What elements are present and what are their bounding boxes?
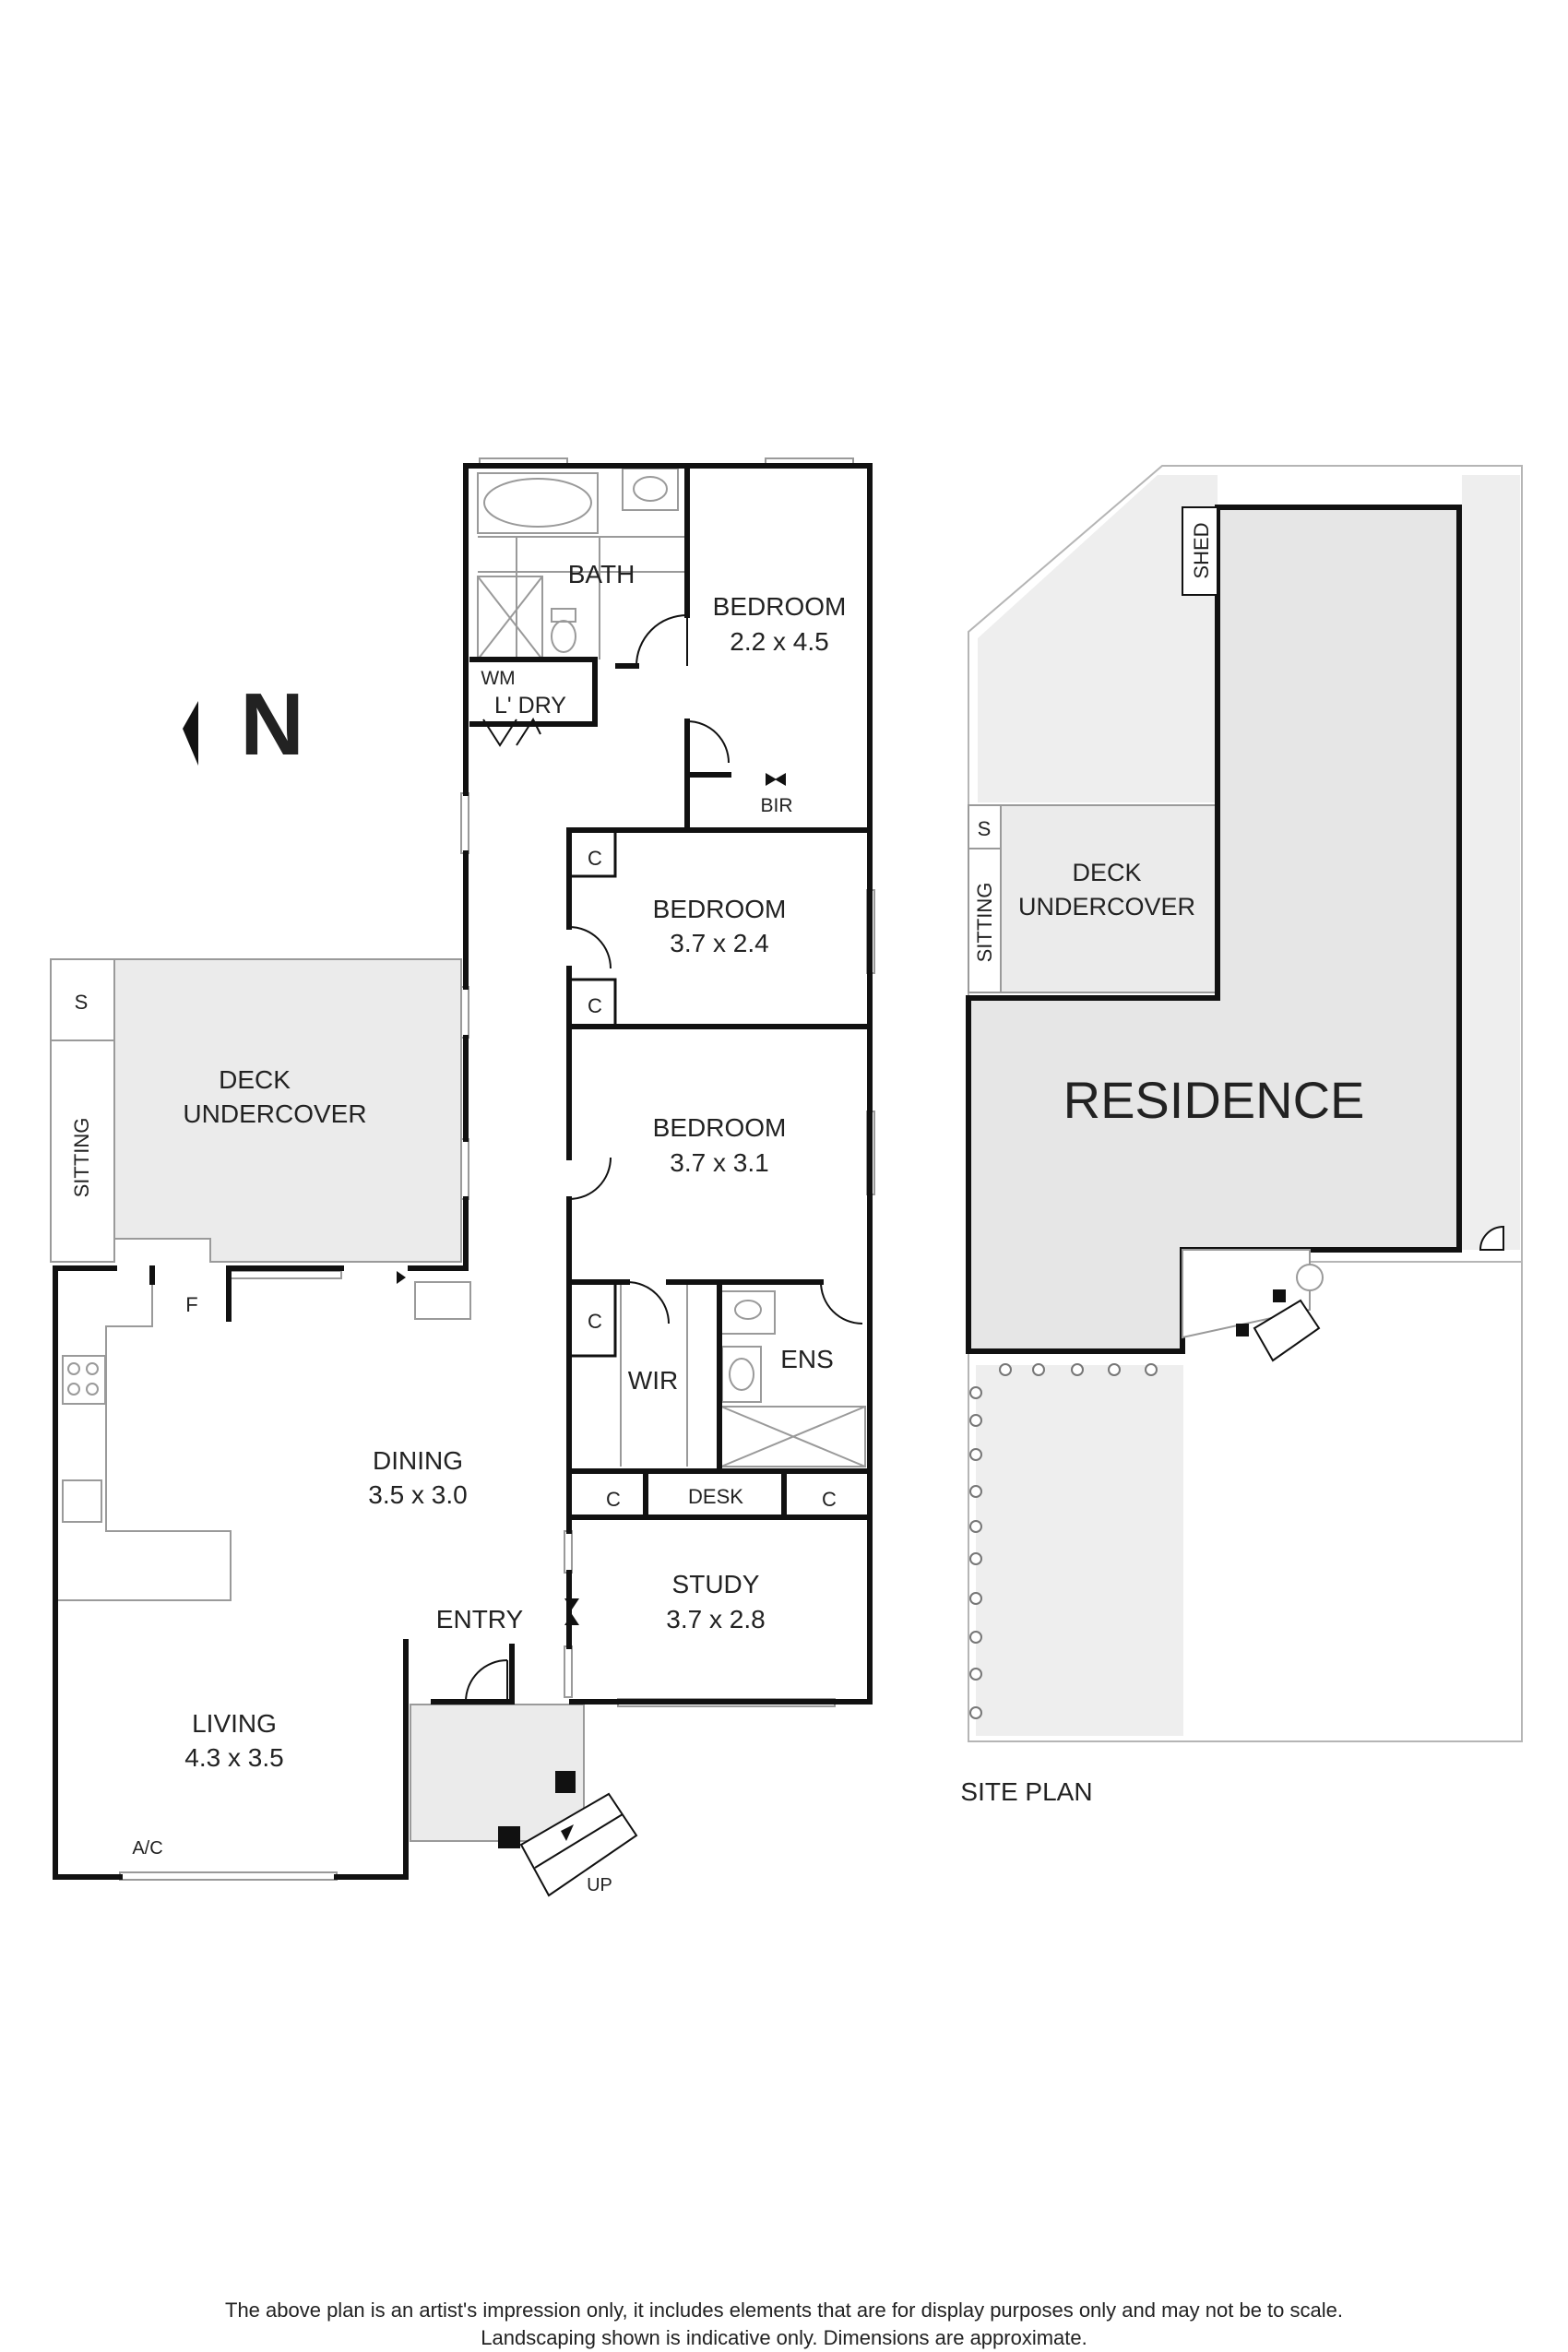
- living-dim: 4.3 x 3.5: [184, 1743, 283, 1772]
- bedroom3-name: BEDROOM: [653, 1113, 787, 1142]
- floor-plan: N BATH BEDROOM 2.2 x 4.5 WM L' DRY BIR B…: [50, 457, 875, 1897]
- cupboard-label: C: [588, 994, 602, 1017]
- site-sitting-label: SITTING: [973, 883, 996, 963]
- site-plan-title: SITE PLAN: [960, 1777, 1092, 1806]
- bedroom1-name: BEDROOM: [713, 592, 847, 621]
- store-label: S: [75, 991, 89, 1014]
- dining-name: DINING: [373, 1446, 463, 1475]
- deck-label-line2: UNDERCOVER: [183, 1099, 366, 1128]
- ens-label: ENS: [780, 1345, 834, 1373]
- fridge-label: F: [185, 1293, 197, 1316]
- desk-label: DESK: [688, 1485, 743, 1508]
- walls: [53, 463, 873, 1880]
- cupboard-label: C: [588, 1310, 602, 1333]
- wir-label: WIR: [628, 1366, 678, 1395]
- site-sitting: [968, 804, 1002, 993]
- cupboard-label: C: [606, 1488, 621, 1511]
- deck-label-line1: DECK: [219, 1065, 291, 1094]
- bedroom2-name: BEDROOM: [653, 895, 787, 923]
- entry-steps: [498, 1771, 638, 1897]
- living-name: LIVING: [192, 1709, 277, 1738]
- bath-fixtures: [477, 468, 687, 660]
- residence-footprint[interactable]: [966, 505, 1462, 1354]
- site-deck-label-line1: DECK: [1072, 859, 1141, 886]
- shed: [1182, 506, 1218, 596]
- disclaimer: The above plan is an artist's impression…: [0, 2297, 1568, 2352]
- dining-dim: 3.5 x 3.0: [368, 1480, 467, 1509]
- shed-label: SHED: [1190, 522, 1213, 578]
- up-label: UP: [587, 1875, 612, 1895]
- disclaimer-line1: The above plan is an artist's impression…: [225, 2299, 1343, 2322]
- door-arrow-icons: [397, 773, 786, 1625]
- bath-label: BATH: [568, 560, 636, 588]
- study-name: STUDY: [672, 1570, 760, 1598]
- cupboard-label: C: [822, 1488, 837, 1511]
- cupboards: [567, 828, 617, 1358]
- site-plan: RESIDENCE SHED DECK UNDERCOVER S SITTING…: [960, 465, 1523, 1806]
- room-labels: BATH BEDROOM 2.2 x 4.5 WM L' DRY BIR BED…: [70, 560, 846, 1895]
- garden-area-bottom: [976, 1365, 1183, 1736]
- bedroom2-dim: 3.7 x 2.4: [670, 929, 768, 957]
- garden-area-right: [1462, 475, 1520, 1250]
- ac-label: A/C: [132, 1838, 162, 1859]
- site-store-label: S: [978, 817, 992, 840]
- bir-label: BIR: [760, 795, 792, 816]
- sitting-label: SITTING: [70, 1118, 93, 1198]
- compass-letter: N: [240, 675, 303, 774]
- bedroom3-dim: 3.7 x 3.1: [670, 1148, 768, 1177]
- study-dim: 3.7 x 2.8: [666, 1605, 765, 1633]
- entry-label: ENTRY: [436, 1605, 524, 1633]
- north-arrow-icon: N: [183, 675, 304, 774]
- garden-area-top: [978, 475, 1218, 802]
- tree-icons: [969, 1363, 1158, 1719]
- site-deck-label-line2: UNDERCOVER: [1018, 893, 1195, 921]
- wm-label: WM: [481, 668, 515, 689]
- sitting-area: [50, 958, 115, 1263]
- laundry-label: L' DRY: [494, 693, 566, 719]
- disclaimer-line2: Landscaping shown is indicative only. Di…: [481, 2326, 1087, 2349]
- entry-porch: [410, 1704, 585, 1842]
- residence-label: RESIDENCE: [1063, 1071, 1365, 1129]
- bedroom1-dim: 2.2 x 4.5: [730, 627, 828, 656]
- cupboard-label: C: [588, 847, 602, 870]
- door-swings: [465, 614, 863, 1703]
- kitchen-benches: [55, 1281, 471, 1601]
